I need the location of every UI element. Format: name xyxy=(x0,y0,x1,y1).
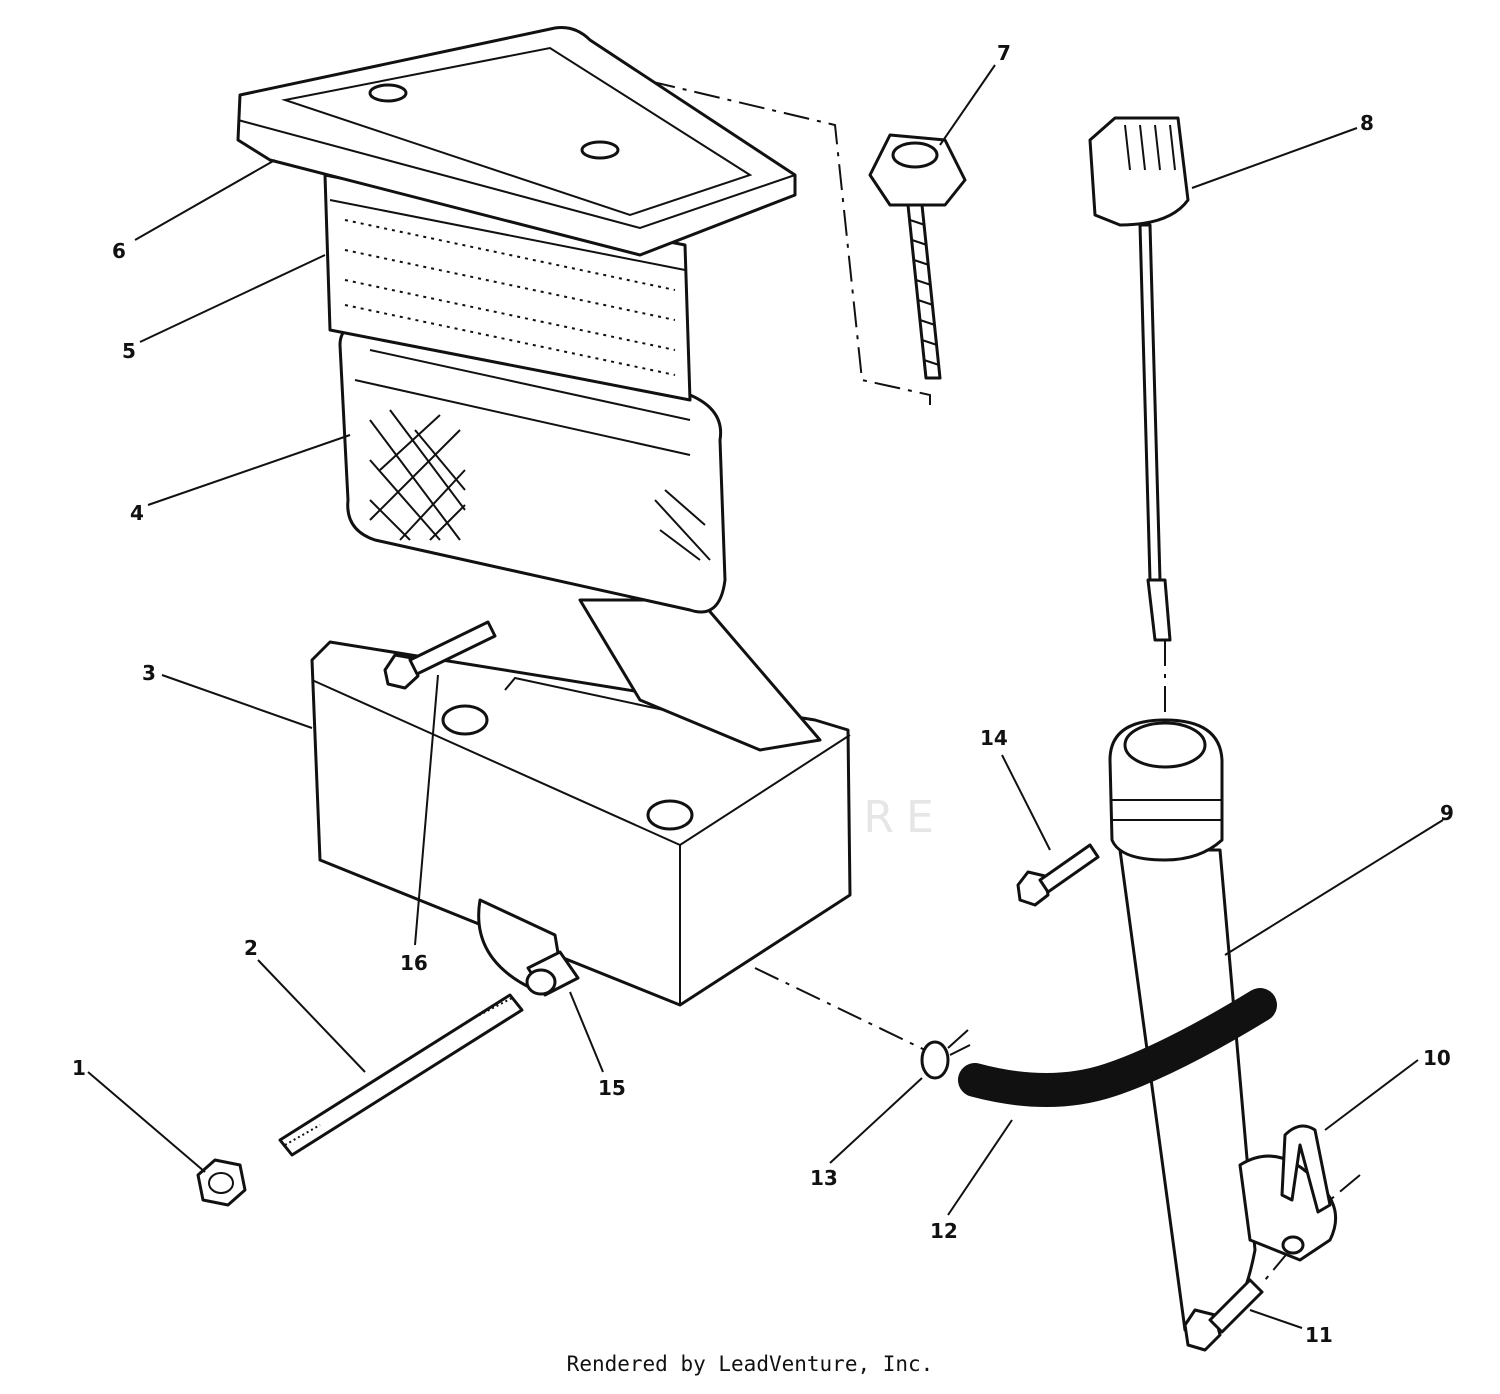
callout-numbers: 1 2 3 4 5 6 7 8 9 10 11 12 13 14 15 16 xyxy=(72,41,1454,1347)
callout-6: 6 xyxy=(112,239,126,263)
part-11-bolt xyxy=(1183,1278,1264,1352)
footer-credit: Rendered by LeadVenture, Inc. xyxy=(566,1352,934,1376)
part-14-screw xyxy=(1016,843,1100,907)
callout-9: 9 xyxy=(1440,801,1454,825)
part-1-nut xyxy=(196,1158,247,1207)
callout-2: 2 xyxy=(244,936,258,960)
part-6-cover xyxy=(236,26,797,257)
callout-12: 12 xyxy=(930,1219,958,1243)
callout-8: 8 xyxy=(1360,111,1374,135)
callout-5: 5 xyxy=(122,339,136,363)
callout-15: 15 xyxy=(598,1076,626,1100)
part-16-screw xyxy=(383,620,497,690)
callout-16: 16 xyxy=(400,951,428,975)
callout-4: 4 xyxy=(130,501,144,525)
callout-10: 10 xyxy=(1423,1046,1451,1070)
part-8-dipstick xyxy=(1088,116,1190,642)
callout-3: 3 xyxy=(142,661,156,685)
part-15-spacer xyxy=(525,950,580,997)
callout-13: 13 xyxy=(810,1166,838,1190)
leader-lines xyxy=(87,64,1444,1329)
callout-14: 14 xyxy=(980,726,1008,750)
part-10-clip xyxy=(1280,1124,1332,1214)
part-2-stud xyxy=(278,993,524,1157)
callout-7: 7 xyxy=(997,41,1011,65)
callout-1: 1 xyxy=(72,1056,86,1080)
part-7-wing-knob xyxy=(868,133,967,380)
callout-11: 11 xyxy=(1305,1323,1333,1347)
part-12-breather-hose xyxy=(958,988,1277,1107)
part-13-clamp xyxy=(920,1029,971,1080)
